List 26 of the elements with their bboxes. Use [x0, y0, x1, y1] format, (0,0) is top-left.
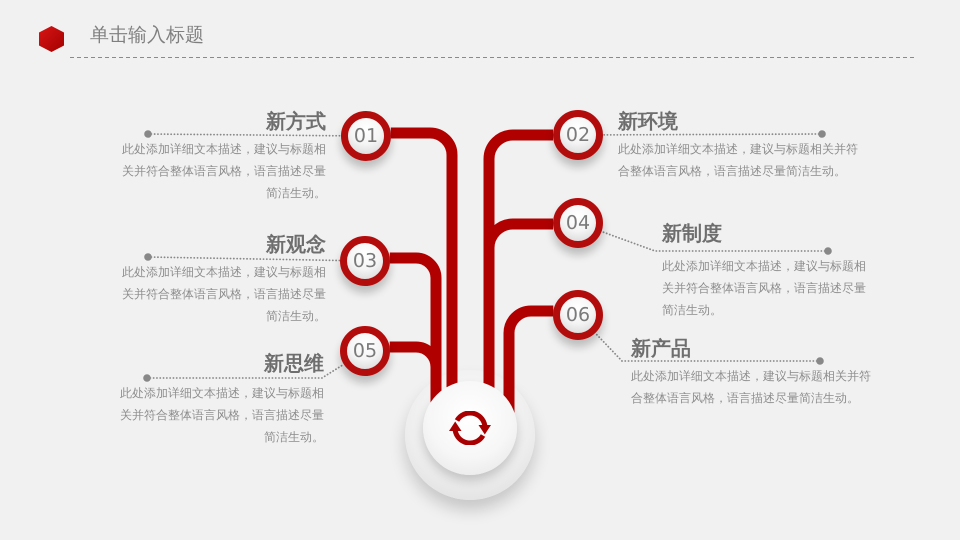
leader-line — [594, 332, 824, 365]
number-circle: 03 — [340, 236, 390, 286]
heading: 新制度 — [662, 222, 722, 246]
number-circle: 05 — [340, 326, 390, 376]
title: 单击输入标题 — [90, 24, 204, 48]
heading: 新产品 — [631, 337, 691, 361]
leader-line — [144, 130, 342, 138]
description: 此处添加详细文本描述，建议与标题相关并符合整体语言风格，语言描述尽量简洁生动。 — [121, 141, 326, 202]
pipe-connector — [390, 128, 458, 388]
description: 此处添加详细文本描述，建议与标题相关并符合整体语言风格，语言描述尽量简洁生动。 — [662, 258, 867, 319]
number-circle: 04 — [553, 198, 603, 248]
description: 此处添加详细文本描述，建议与标题相关并符合整体语言风格，语言描述尽量简洁生动。 — [631, 368, 872, 407]
number-circle: 06 — [553, 290, 603, 340]
leader-line — [600, 230, 832, 255]
description: 此处添加详细文本描述，建议与标题相关并符合整体语言风格，语言描述尽量简洁生动。 — [119, 385, 324, 446]
number-circle: 02 — [553, 110, 603, 160]
description: 此处添加详细文本描述，建议与标题相关并符合整体语言风格，语言描述尽量简洁生动。 — [618, 141, 859, 180]
leader-line — [602, 130, 826, 138]
heading: 新思维 — [264, 352, 324, 376]
heading: 新环境 — [618, 110, 678, 134]
number-circle: 01 — [341, 111, 391, 161]
leader-line — [144, 253, 341, 262]
leader-line — [143, 363, 345, 382]
heading: 新观念 — [266, 233, 326, 257]
heading: 新方式 — [266, 110, 326, 134]
description: 此处添加详细文本描述，建议与标题相关并符合整体语言风格，语言描述尽量简洁生动。 — [121, 264, 326, 325]
